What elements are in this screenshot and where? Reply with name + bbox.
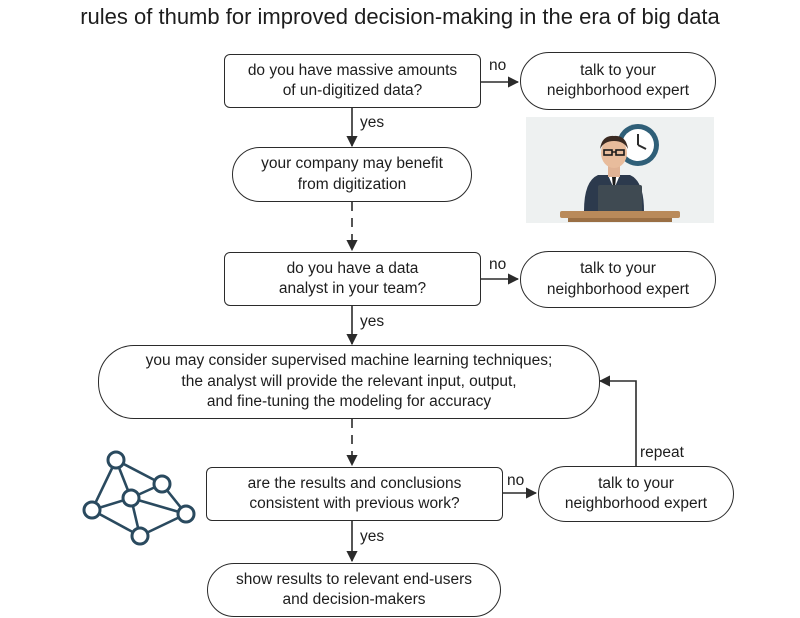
node-consistent-question: are the results and conclusions consiste… — [206, 467, 503, 521]
edge-label-yes-2: yes — [360, 313, 385, 330]
node-expert-3: talk to your neighborhood expert — [538, 466, 734, 522]
node-line: neighborhood expert — [564, 495, 708, 512]
node-line: from digitization — [297, 175, 407, 193]
desk-base — [568, 218, 672, 222]
node-supervised-ml: you may consider supervised machine lear… — [98, 345, 600, 419]
node-undigitized-question: do you have massive amounts of un-digiti… — [224, 54, 481, 108]
node-analyst-question: do you have a data analyst in your team? — [224, 252, 481, 306]
node-line: show results to relevant end-users — [235, 570, 473, 588]
node-expert-2: talk to your neighborhood expert — [520, 251, 716, 308]
node-line: the analyst will provide the relevant in… — [181, 372, 517, 390]
diagram-title: rules of thumb for improved decision-mak… — [80, 4, 720, 29]
node-show-results: show results to relevant end-users and d… — [207, 563, 501, 617]
network-graph-icon — [82, 450, 196, 546]
node-line: analyst in your team? — [278, 280, 427, 297]
edge-label-yes-1: yes — [360, 114, 385, 131]
node-line: talk to your — [598, 474, 674, 492]
node-expert-1: talk to your neighborhood expert — [520, 52, 716, 110]
node-line: you may consider supervised machine lear… — [145, 352, 553, 370]
node-line: of un-digitized data? — [282, 82, 423, 99]
node-line: do you have massive amounts — [247, 61, 458, 79]
analyst-at-desk-illustration — [526, 117, 714, 223]
node-line: do you have a data — [286, 259, 419, 277]
node-line: talk to your — [580, 260, 656, 278]
edge-label-yes-3: yes — [360, 528, 385, 545]
node-line: and fine-tuning the modeling for accurac… — [206, 393, 492, 411]
edge-label-repeat: repeat — [640, 444, 684, 461]
node-line: and decision-makers — [282, 591, 426, 608]
edge-repeat — [598, 375, 637, 466]
node-line: are the results and conclusions — [247, 474, 462, 492]
clock-icon — [617, 124, 659, 166]
node-benefit-digitization: your company may benefit from digitizati… — [232, 147, 472, 202]
laptop-icon — [598, 185, 642, 212]
edge-label-no-2: no — [489, 256, 507, 273]
edge-label-no-1: no — [489, 57, 507, 74]
node-line: consistent with previous work? — [249, 495, 460, 512]
node-line: neighborhood expert — [546, 82, 690, 99]
node-line: talk to your — [580, 61, 656, 79]
desk — [560, 211, 680, 218]
node-line: neighborhood expert — [546, 280, 690, 298]
node-line: your company may benefit — [261, 155, 443, 173]
edge-label-no-3: no — [507, 472, 525, 489]
